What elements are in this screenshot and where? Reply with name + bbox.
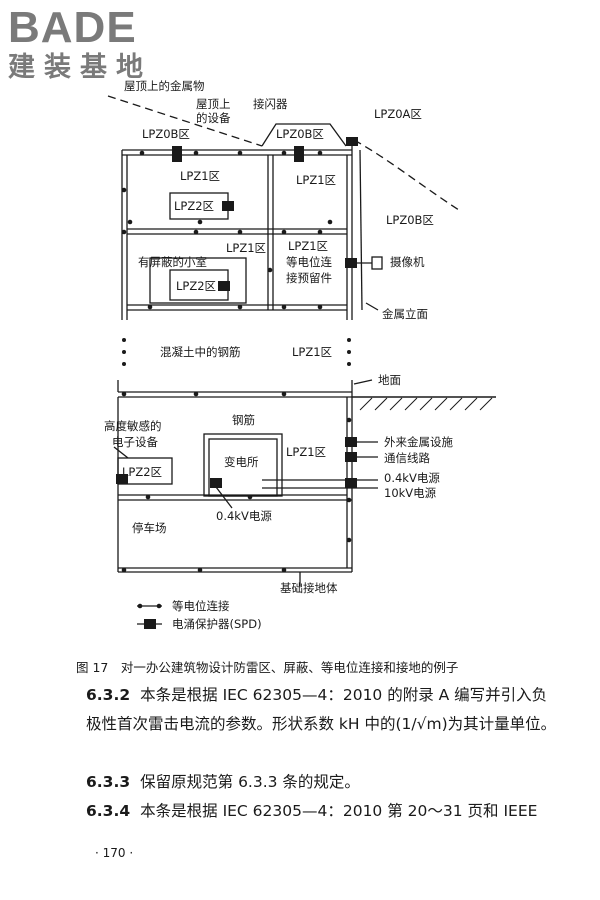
- label-rebar-concrete: 混凝土中的钢筋: [160, 345, 241, 359]
- section-number: 6.3.4: [86, 802, 131, 820]
- lightning-protection-diagram: 屋顶上的金属物 屋顶上 的设备 接闪器 LPZ0A区 LPZ0B区 LPZ0B区…: [104, 79, 496, 631]
- paragraph-6-3-4: 6.3.4 本条是根据 IEC 62305—4：2010 第 20～31 页和 I…: [86, 797, 560, 826]
- label-lpz0b-mid: LPZ0B区: [276, 127, 324, 141]
- label-sensitive-2: 电子设备: [112, 435, 158, 449]
- paragraph-text: 本条是根据 IEC 62305—4：2010 的附录 A 编写并引入负极性首次雷…: [86, 686, 557, 733]
- label-power-10: 10kV电源: [384, 486, 437, 500]
- label-lpz0b-right: LPZ0B区: [386, 213, 434, 227]
- label-arrester: 接闪器: [253, 97, 288, 111]
- label-rebar: 钢筋: [232, 413, 255, 427]
- bonding-points: [121, 150, 352, 573]
- section-number: 6.3.2: [86, 686, 131, 704]
- label-lpz2-mid: LPZ2区: [176, 279, 216, 293]
- label-shielded-room: 有屏蔽的小室: [138, 255, 207, 269]
- legend-bonding: 等电位连接: [172, 599, 230, 613]
- label-lpz0b-left: LPZ0B区: [142, 127, 190, 141]
- label-lpz1-lower: LPZ1区: [286, 445, 326, 459]
- label-comm-line: 通信线路: [384, 451, 430, 465]
- label-eq-bond-1: 等电位连: [286, 255, 332, 269]
- substation-inner: [208, 438, 278, 497]
- brand-logo: BADE 建装基地: [8, 6, 188, 84]
- label-metal-facade: 金属立面: [382, 307, 428, 321]
- label-lpz1-mid-right: LPZ1区: [288, 239, 328, 253]
- section-number: 6.3.3: [86, 773, 131, 791]
- label-roof-equip-2: 的设备: [196, 111, 231, 125]
- paragraph-6-3-3: 6.3.3 保留原规范第 6.3.3 条的规定。: [86, 768, 560, 797]
- legend-spd: 电涌保护器(SPD): [172, 617, 262, 631]
- label-foundation-earth: 基础接地体: [280, 581, 338, 595]
- label-lpz2-top: LPZ2区: [174, 199, 214, 213]
- figure-caption: 图 17 对一办公建筑物设计防雷区、屏蔽、等电位连接和接地的例子: [76, 660, 459, 675]
- label-lpz1-mid-left: LPZ1区: [226, 241, 266, 255]
- label-ground: 地面: [378, 373, 401, 387]
- shielded-room: [149, 257, 247, 304]
- label-camera: 摄像机: [390, 255, 425, 269]
- logo-wordmark: BADE: [8, 3, 137, 52]
- lpz2-box-lower: [117, 457, 173, 485]
- label-parking: 停车场: [132, 521, 167, 535]
- label-power-04: 0.4kV电源: [384, 471, 440, 485]
- label-lpz1-top-left: LPZ1区: [180, 169, 220, 183]
- label-lpz2-lower: LPZ2区: [122, 465, 162, 479]
- label-power-04-inner: 0.4kV电源: [216, 509, 272, 523]
- page-number: · 170 ·: [95, 846, 134, 860]
- air-terminal: [261, 123, 347, 147]
- label-roof-metal: 屋顶上的金属物: [124, 79, 205, 93]
- label-ext-metal: 外来金属设施: [384, 435, 453, 449]
- legend: 等电位连接 电涌保护器(SPD): [137, 599, 262, 631]
- label-substation: 变电所: [224, 455, 259, 469]
- label-lpz1-center: LPZ1区: [292, 345, 332, 359]
- label-lpz1-top-right: LPZ1区: [296, 173, 336, 187]
- label-lpz0a: LPZ0A区: [374, 107, 422, 121]
- lpz0-boundary-dashed: [353, 139, 463, 213]
- spd-devices: [116, 137, 358, 488]
- label-roof-equip-1: 屋顶上: [196, 97, 231, 111]
- roof-dashed-line: [107, 95, 263, 147]
- paragraph-text: 保留原规范第 6.3.3 条的规定。: [140, 773, 360, 791]
- label-sensitive-1: 高度敏感的: [104, 419, 162, 433]
- logo-subtitle: 建装基地: [8, 52, 152, 83]
- label-eq-bond-2: 接预留件: [286, 271, 332, 285]
- camera-icon: [371, 256, 383, 270]
- building-frame: [121, 146, 353, 320]
- paragraph-text: 本条是根据 IEC 62305—4：2010 第 20～31 页和 IEEE: [140, 802, 538, 820]
